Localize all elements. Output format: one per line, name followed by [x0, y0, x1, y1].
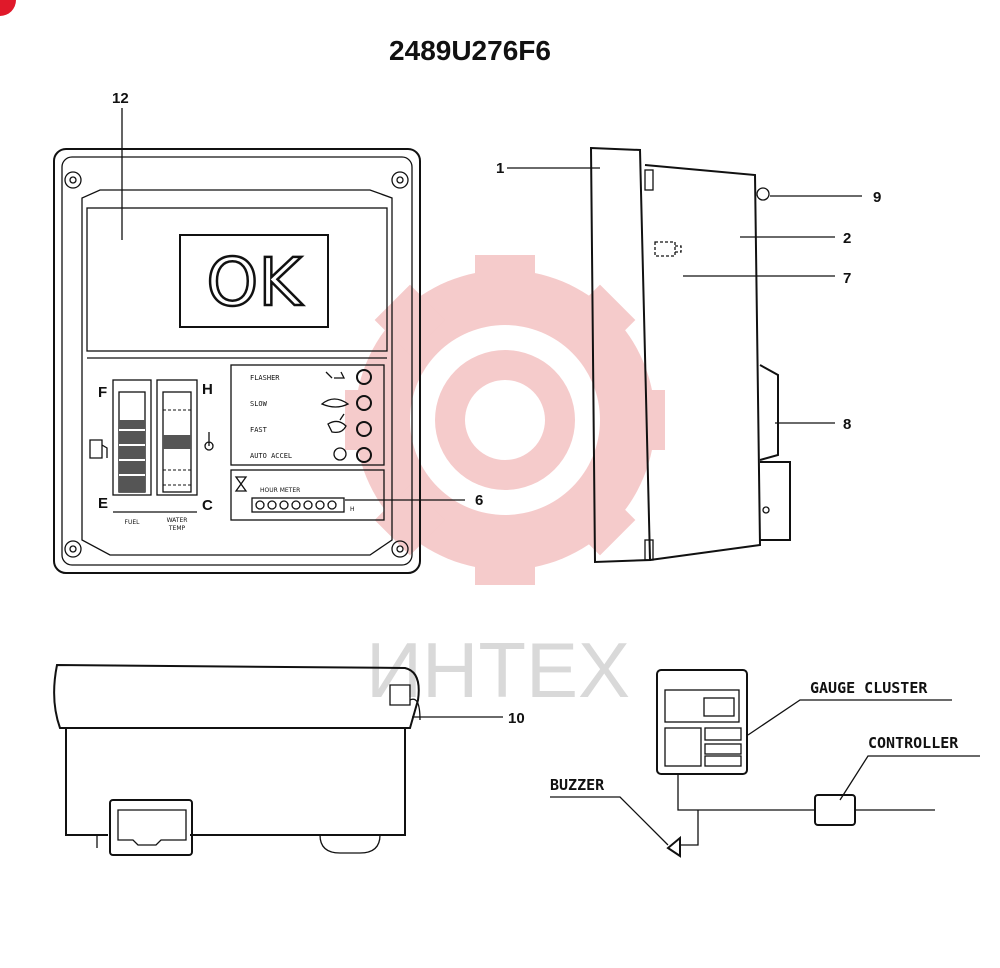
hourglass-icon: [234, 476, 248, 492]
watermark-text: ИНТЕХ: [366, 626, 630, 714]
rabbit-icon: [327, 413, 347, 434]
gauge-cluster-block: [656, 669, 748, 775]
callouts: 12 1 9 2 7 8 6 10: [112, 90, 881, 727]
ok-display: OK: [206, 244, 303, 321]
callout-10: 10: [508, 710, 525, 727]
callout-7: 7: [843, 270, 851, 287]
buzzer-label: BUZZER: [550, 776, 605, 794]
auto-accel-label: AUTO ACCEL: [250, 452, 292, 460]
hour-meter-label: HOUR METER: [260, 487, 300, 494]
fuel-gauge-label: FUEL: [125, 519, 141, 526]
slow-label: SLOW: [250, 400, 268, 408]
water-temp-label-2: TEMP: [168, 525, 186, 532]
callout-12: 12: [112, 90, 129, 107]
gauge-cluster-label: GAUGE CLUSTER: [810, 679, 928, 697]
temp-cold-label: C: [202, 497, 213, 514]
controller-label: CONTROLLER: [868, 734, 959, 752]
fast-lamp: [356, 421, 372, 437]
block-diagram: GAUGE CLUSTER CONTROLLER BUZZER: [550, 669, 980, 858]
fast-label: FAST: [250, 426, 268, 434]
fuel-pump-icon: [89, 439, 108, 459]
diagram-title: 2489U276F6: [389, 35, 551, 66]
side-view: [589, 146, 791, 564]
water-temp-label-1: WATER: [167, 517, 188, 524]
hour-unit-label: H: [350, 506, 355, 513]
callout-8: 8: [843, 416, 851, 433]
auto-accel-lamp: [356, 447, 372, 463]
callout-9: 9: [873, 189, 881, 206]
hour-meter-counter: [251, 497, 345, 513]
corner-badge: [0, 0, 16, 16]
watermark-logo: [345, 255, 665, 585]
flasher-lamp: [356, 369, 372, 385]
buzzer-icon: [666, 835, 681, 858]
auto-accel-icon: [333, 447, 347, 461]
temp-gauge-fill: [163, 435, 191, 449]
temp-hot-label: H: [202, 381, 213, 398]
controller-block: [814, 794, 856, 826]
fuel-full-label: F: [98, 384, 107, 401]
fuel-empty-label: E: [98, 495, 108, 512]
thermometer-icon: [204, 432, 214, 451]
flasher-label: FLASHER: [250, 374, 280, 382]
turtle-icon: [320, 398, 350, 408]
slow-lamp: [356, 395, 372, 411]
front-view: OK F E H C FUEL WATER TEMP FLASHER SLOW …: [53, 148, 421, 574]
callout-2: 2: [843, 230, 851, 247]
callout-6: 6: [475, 492, 483, 509]
fuel-gauge-fill: [119, 420, 145, 492]
bottom-view: [53, 663, 421, 856]
flasher-icon: [325, 371, 346, 379]
callout-1: 1: [496, 160, 504, 177]
